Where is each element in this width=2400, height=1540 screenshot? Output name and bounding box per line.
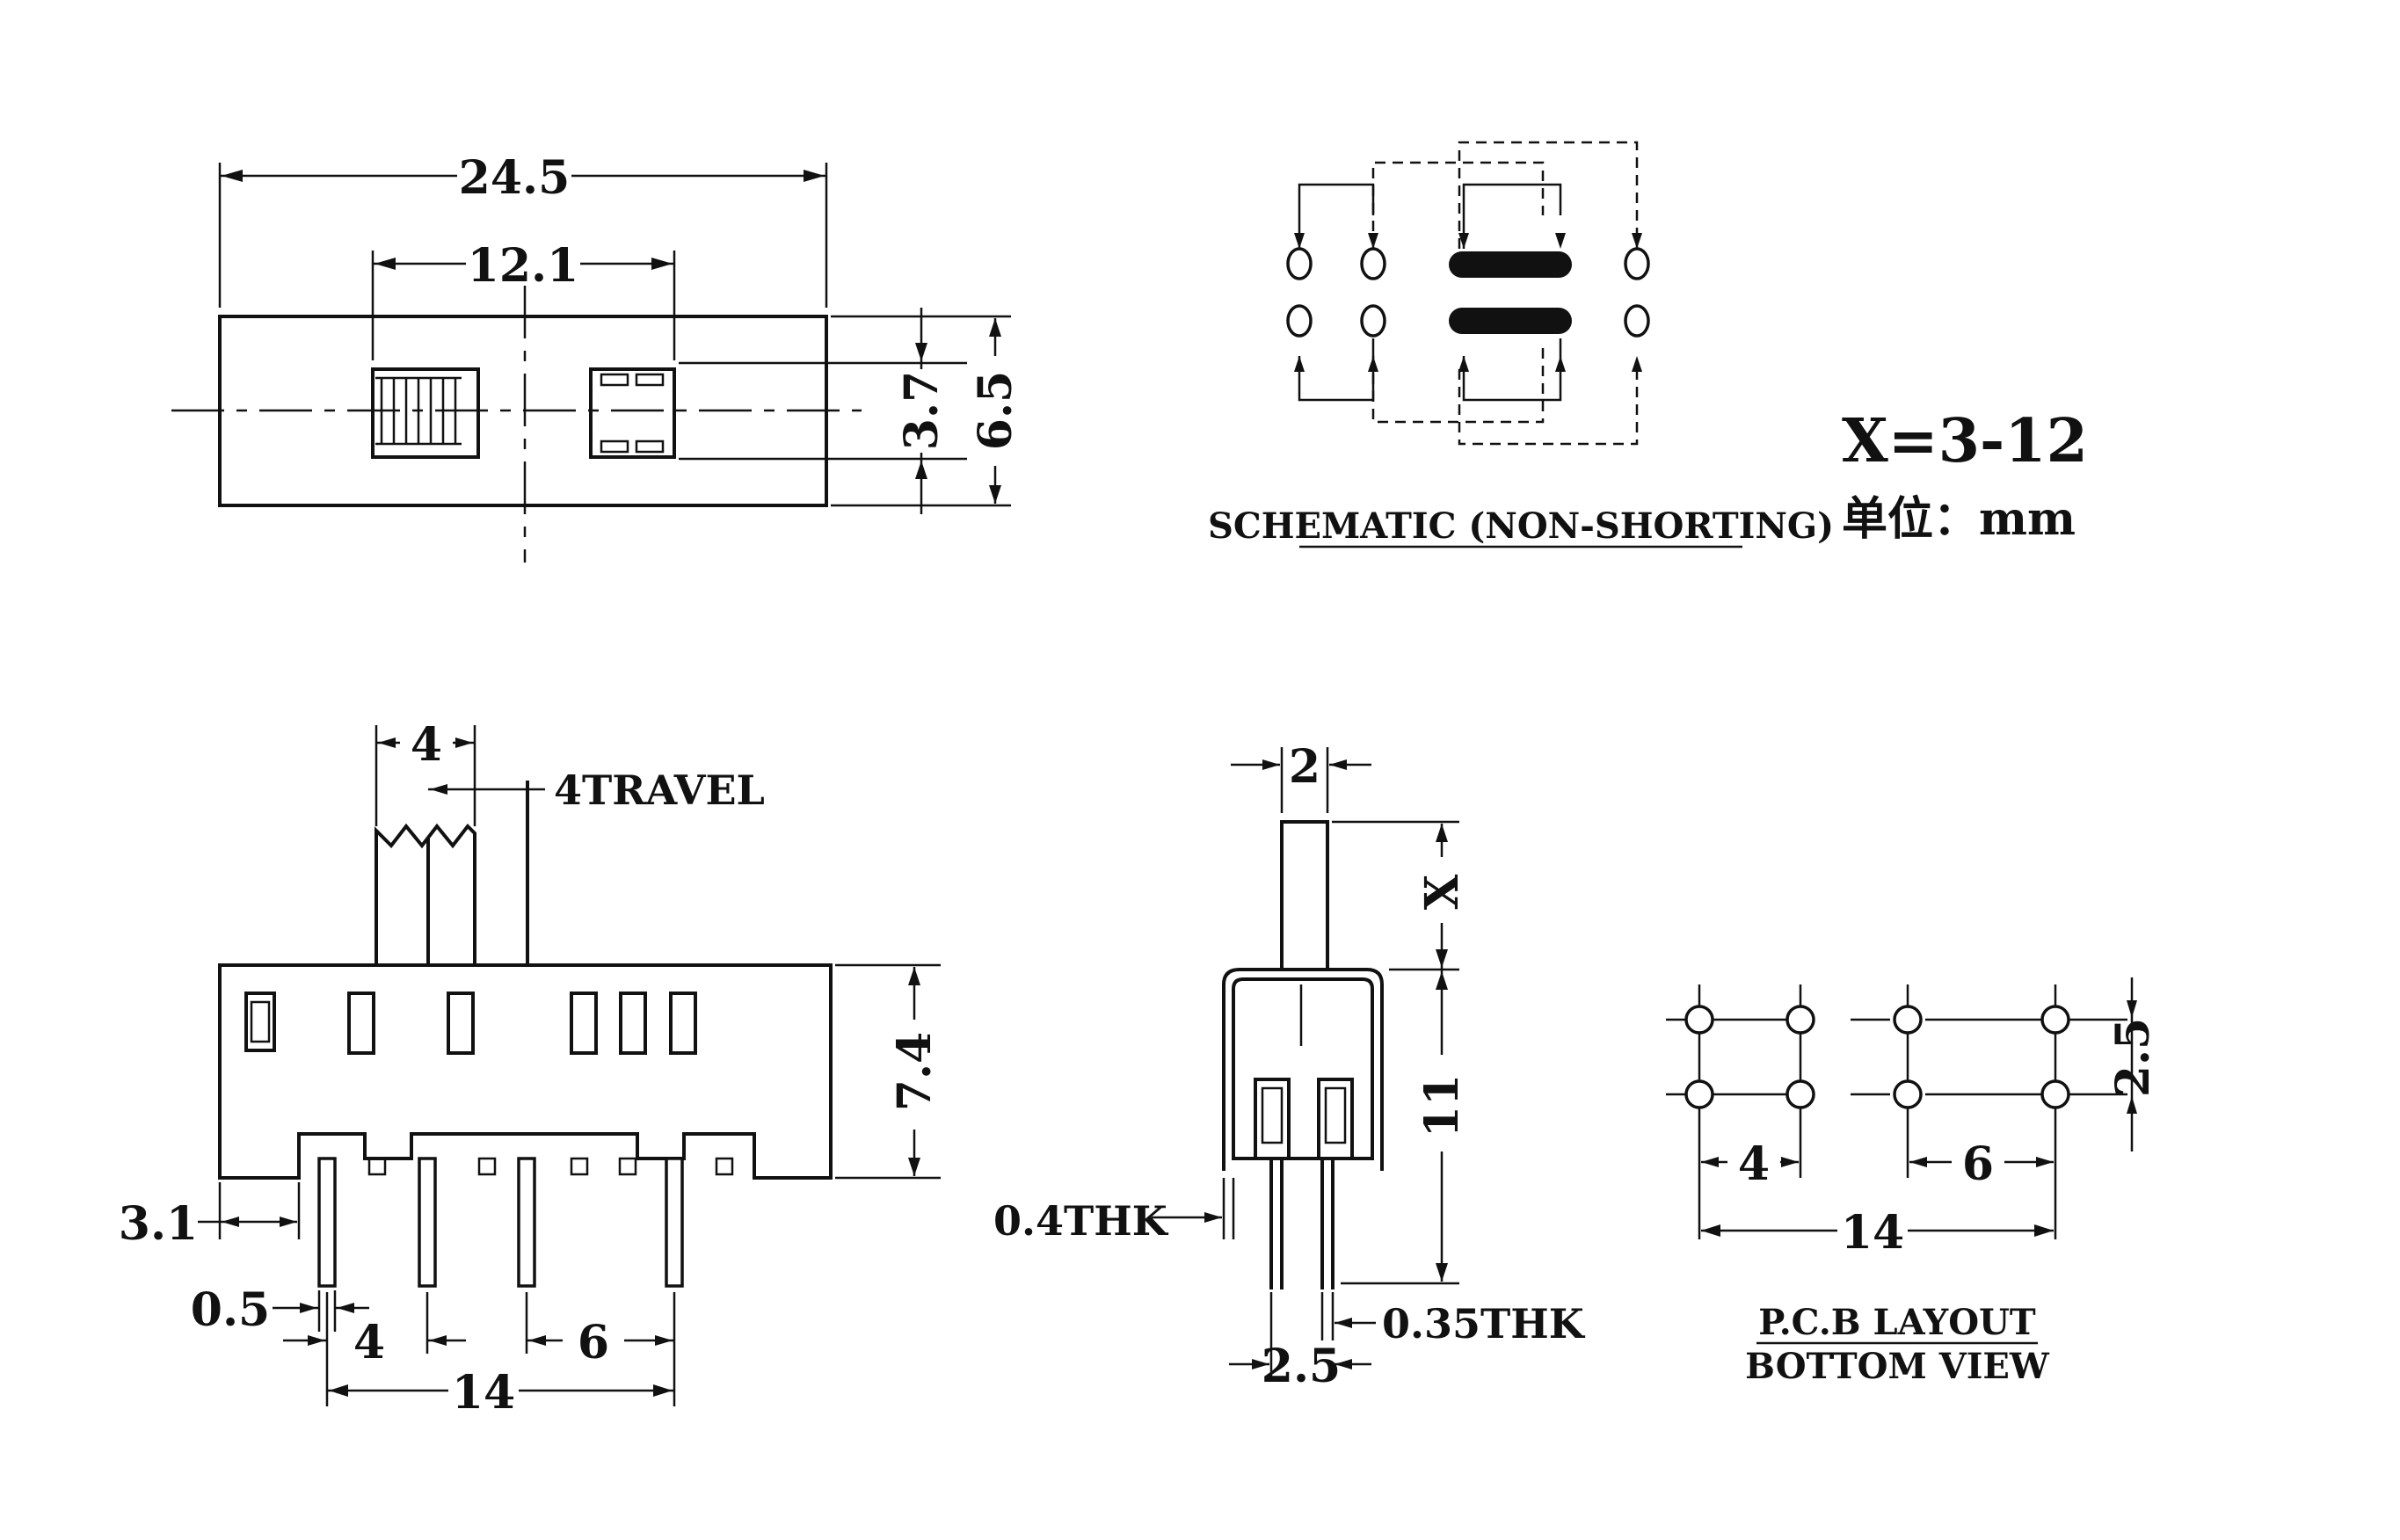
schematic-contact-bar <box>1449 308 1572 334</box>
pcb-layout: 2.5 4 6 14 P.C.B LAYOUT BOTTOM VIEW <box>1666 977 2160 1387</box>
schematic-caption: SCHEMATIC (NON-SHORTING) <box>1208 505 1834 547</box>
pcb-hole <box>2040 1079 2070 1109</box>
schematic-terminal <box>1360 304 1386 338</box>
dim-pin-width: 0.5 <box>191 1283 270 1337</box>
dim-overall-width: 24.5 <box>459 151 571 205</box>
schematic-terminal <box>1624 247 1650 280</box>
pcb-dim-row-spacing: 2.5 <box>2106 1018 2160 1097</box>
unit-note: 单位：mm <box>1842 492 2076 546</box>
side-dim-pin-spacing: 2.5 <box>1262 1340 1341 1393</box>
top-view-slot <box>589 367 676 459</box>
schematic-terminal <box>1360 247 1386 280</box>
pcb-hole <box>1893 1005 1923 1035</box>
side-view-frame <box>1222 968 1384 1171</box>
front-view-pin <box>665 1157 684 1288</box>
dim-pitch-a: 4 <box>353 1316 385 1369</box>
side-view: 2 X 11 0.4THK 0.35THK 2.5 <box>993 740 1586 1393</box>
side-view-knob <box>1280 820 1329 971</box>
dim-outer-height: 6.5 <box>969 371 1022 450</box>
pcb-hole <box>1684 1079 1714 1109</box>
pcb-dim-pitch-a: 4 <box>1738 1137 1770 1191</box>
front-view-pin <box>517 1157 536 1288</box>
front-view-knob <box>375 823 476 967</box>
pcb-caption-line1: P.C.B LAYOUT <box>1758 1302 2036 1343</box>
front-view-pin <box>317 1157 337 1288</box>
travel-label: 4TRAVEL <box>554 766 765 814</box>
notes: X=3-12 单位：mm <box>1842 406 2088 546</box>
dim-body-height: 7.4 <box>888 1032 942 1111</box>
top-view-knob <box>371 367 480 459</box>
pcb-caption-line2: BOTTOM VIEW <box>1745 1346 2050 1387</box>
side-dim-body-height: 11 <box>1415 1074 1469 1137</box>
schematic: SCHEMATIC (NON-SHORTING) <box>1208 141 1834 548</box>
top-view: 24.5 12.1 3.7 6.5 <box>171 151 1022 563</box>
frame-thickness-label: 0.4THK <box>993 1197 1169 1245</box>
front-view: 4 4TRAVEL 7.4 3.1 0.5 <box>119 718 942 1420</box>
pcb-dim-total-span: 14 <box>1841 1206 1904 1260</box>
dim-center-width: 12.1 <box>468 239 579 293</box>
x-range-note: X=3-12 <box>1842 406 2088 476</box>
side-dim-knob-height: X <box>1415 874 1469 910</box>
dim-inner-height: 3.7 <box>895 371 949 450</box>
pcb-hole <box>1893 1079 1923 1109</box>
front-view-pin <box>418 1157 437 1288</box>
side-dim-knob-width: 2 <box>1289 740 1320 794</box>
schematic-terminal <box>1286 247 1313 280</box>
pcb-hole <box>1785 1079 1815 1109</box>
pcb-hole <box>2040 1005 2070 1035</box>
pin-thickness-label: 0.35THK <box>1382 1300 1586 1348</box>
schematic-contact-bar <box>1449 251 1572 278</box>
dim-total-span: 14 <box>452 1366 515 1420</box>
dim-standoff: 3.1 <box>119 1197 198 1251</box>
pcb-dim-pitch-b: 6 <box>1962 1137 1994 1191</box>
dim-pitch-b: 6 <box>578 1316 609 1369</box>
pcb-hole <box>1684 1005 1714 1035</box>
schematic-terminal <box>1624 304 1650 338</box>
schematic-terminal <box>1286 304 1313 338</box>
dim-knob-width: 4 <box>411 718 442 772</box>
pcb-hole <box>1785 1005 1815 1035</box>
